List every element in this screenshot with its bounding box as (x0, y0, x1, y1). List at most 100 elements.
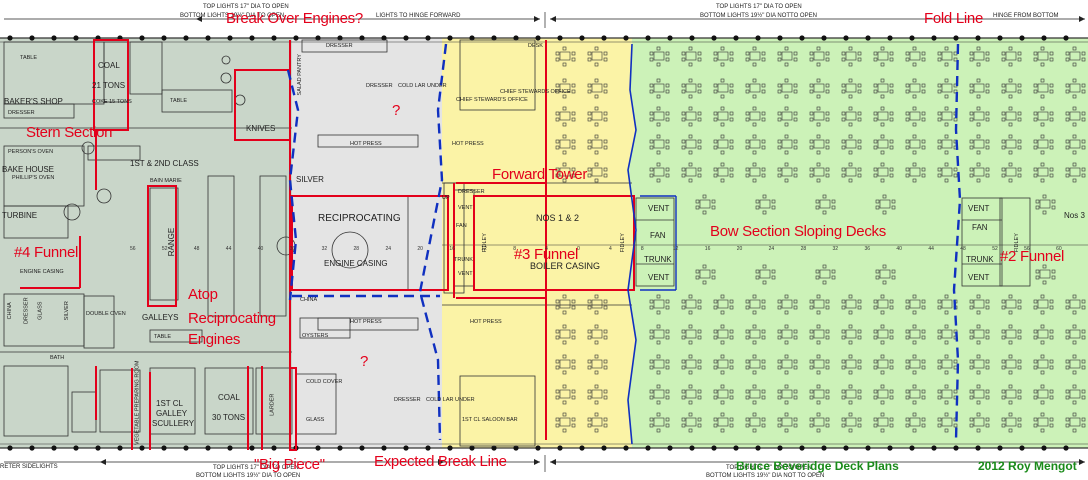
annotation-stern-section: Stern Section (26, 124, 113, 141)
dining-table (649, 324, 670, 345)
dining-table (1065, 384, 1086, 405)
porthole (315, 35, 321, 41)
dining-table (1001, 412, 1022, 433)
dining-table (755, 194, 776, 215)
dining-table (969, 162, 990, 183)
dining-table (1001, 354, 1022, 375)
porthole (205, 445, 211, 451)
room-class-galley: 1ST & 2ND CLASS (130, 159, 199, 168)
annotation-atop-1: Atop (188, 286, 218, 303)
porthole (381, 445, 387, 451)
frame-number: 44 (928, 246, 934, 252)
dining-table (681, 78, 702, 99)
frame-number: 60 (1056, 246, 1062, 252)
porthole (7, 445, 13, 451)
room-salad-pantry: SALAD PANTRY (296, 54, 303, 96)
frame-number: 16 (705, 246, 711, 252)
dining-table (649, 412, 670, 433)
dining-table (841, 46, 862, 67)
porthole (623, 445, 629, 451)
frame-number: 44 (226, 246, 232, 252)
room-saloon-bar: 1ST CL SALOON BAR (462, 417, 518, 423)
dining-table (809, 294, 830, 315)
dining-table (1033, 324, 1054, 345)
dining-table (1033, 412, 1054, 433)
dining-table (841, 162, 862, 183)
room-dresser-c: DRESSER (326, 43, 353, 49)
dining-table (905, 134, 926, 155)
frame-number: 56 (1024, 246, 1030, 252)
dining-table (937, 78, 958, 99)
porthole (1019, 35, 1025, 41)
dining-table (841, 324, 862, 345)
frame-number: 32 (322, 246, 328, 252)
dining-table (1001, 78, 1022, 99)
dining-table (587, 384, 608, 405)
porthole (887, 445, 893, 451)
dining-table (649, 384, 670, 405)
room-bake-house: BAKE HOUSE (2, 165, 55, 174)
dining-table (777, 46, 798, 67)
dining-table (681, 162, 702, 183)
dining-table (555, 412, 576, 433)
room-desk: DESK (528, 43, 543, 49)
dining-table (873, 162, 894, 183)
dining-table (809, 162, 830, 183)
top-dim-right-line1: TOP LIGHTS 17" DIA TO OPEN (716, 4, 802, 10)
room-dresser-cold-1: DRESSER (366, 83, 393, 89)
dining-table (681, 384, 702, 405)
dining-table (777, 78, 798, 99)
porthole (733, 35, 739, 41)
porthole (139, 445, 145, 451)
dining-table (969, 324, 990, 345)
dining-table (809, 354, 830, 375)
porthole (865, 35, 871, 41)
dining-table (587, 78, 608, 99)
dining-table (695, 194, 716, 215)
annotation-question-1: ? (392, 102, 401, 119)
room-hot-press-a: HOT PRESS (350, 141, 382, 147)
frame-number: 16 (449, 246, 455, 252)
dining-table (745, 324, 766, 345)
dining-table (681, 134, 702, 155)
dining-table (809, 78, 830, 99)
dining-table (841, 294, 862, 315)
frame-number: 36 (864, 246, 870, 252)
dining-table (681, 412, 702, 433)
porthole (755, 35, 761, 41)
porthole (931, 445, 937, 451)
annotation-funnel-2: #2 Funnel (1000, 248, 1065, 265)
porthole (425, 35, 431, 41)
dining-table (777, 412, 798, 433)
dining-table (1065, 354, 1086, 375)
dining-table (745, 412, 766, 433)
room-vent-c: VENT (648, 273, 670, 282)
room-bath: BATH (50, 355, 65, 361)
bottom-dim-right-line2: BOTTOM LIGHTS 19½" DIA NOT TO OPEN (706, 473, 825, 479)
porthole (51, 445, 57, 451)
porthole (909, 445, 915, 451)
porthole (183, 445, 189, 451)
frame-number: 0 (577, 246, 580, 252)
frame-number: 12 (673, 246, 679, 252)
dining-table (1001, 294, 1022, 315)
porthole (689, 35, 695, 41)
dining-table (875, 264, 896, 285)
porthole (579, 445, 585, 451)
bottom-dim-mid-line2: BOTTOM LIGHTS 19½" DIA TO OPEN (196, 473, 301, 479)
annotation-funnel-3: #3 Funnel (514, 246, 579, 263)
porthole (975, 445, 981, 451)
porthole (777, 445, 783, 451)
porthole (425, 445, 431, 451)
dining-table (681, 294, 702, 315)
annotation-atop-3: Engines (188, 331, 241, 348)
room-vent-a: VENT (458, 205, 473, 211)
room-bakers-shop: BAKER'S SHOP (4, 97, 63, 106)
frame-number: 8 (513, 246, 516, 252)
room-hot-press-b: HOT PRESS (452, 141, 484, 147)
annotation-atop-2: Reciprocating (188, 310, 276, 327)
frame-number: 12 (481, 246, 487, 252)
break-lines (286, 43, 962, 445)
porthole (601, 35, 607, 41)
